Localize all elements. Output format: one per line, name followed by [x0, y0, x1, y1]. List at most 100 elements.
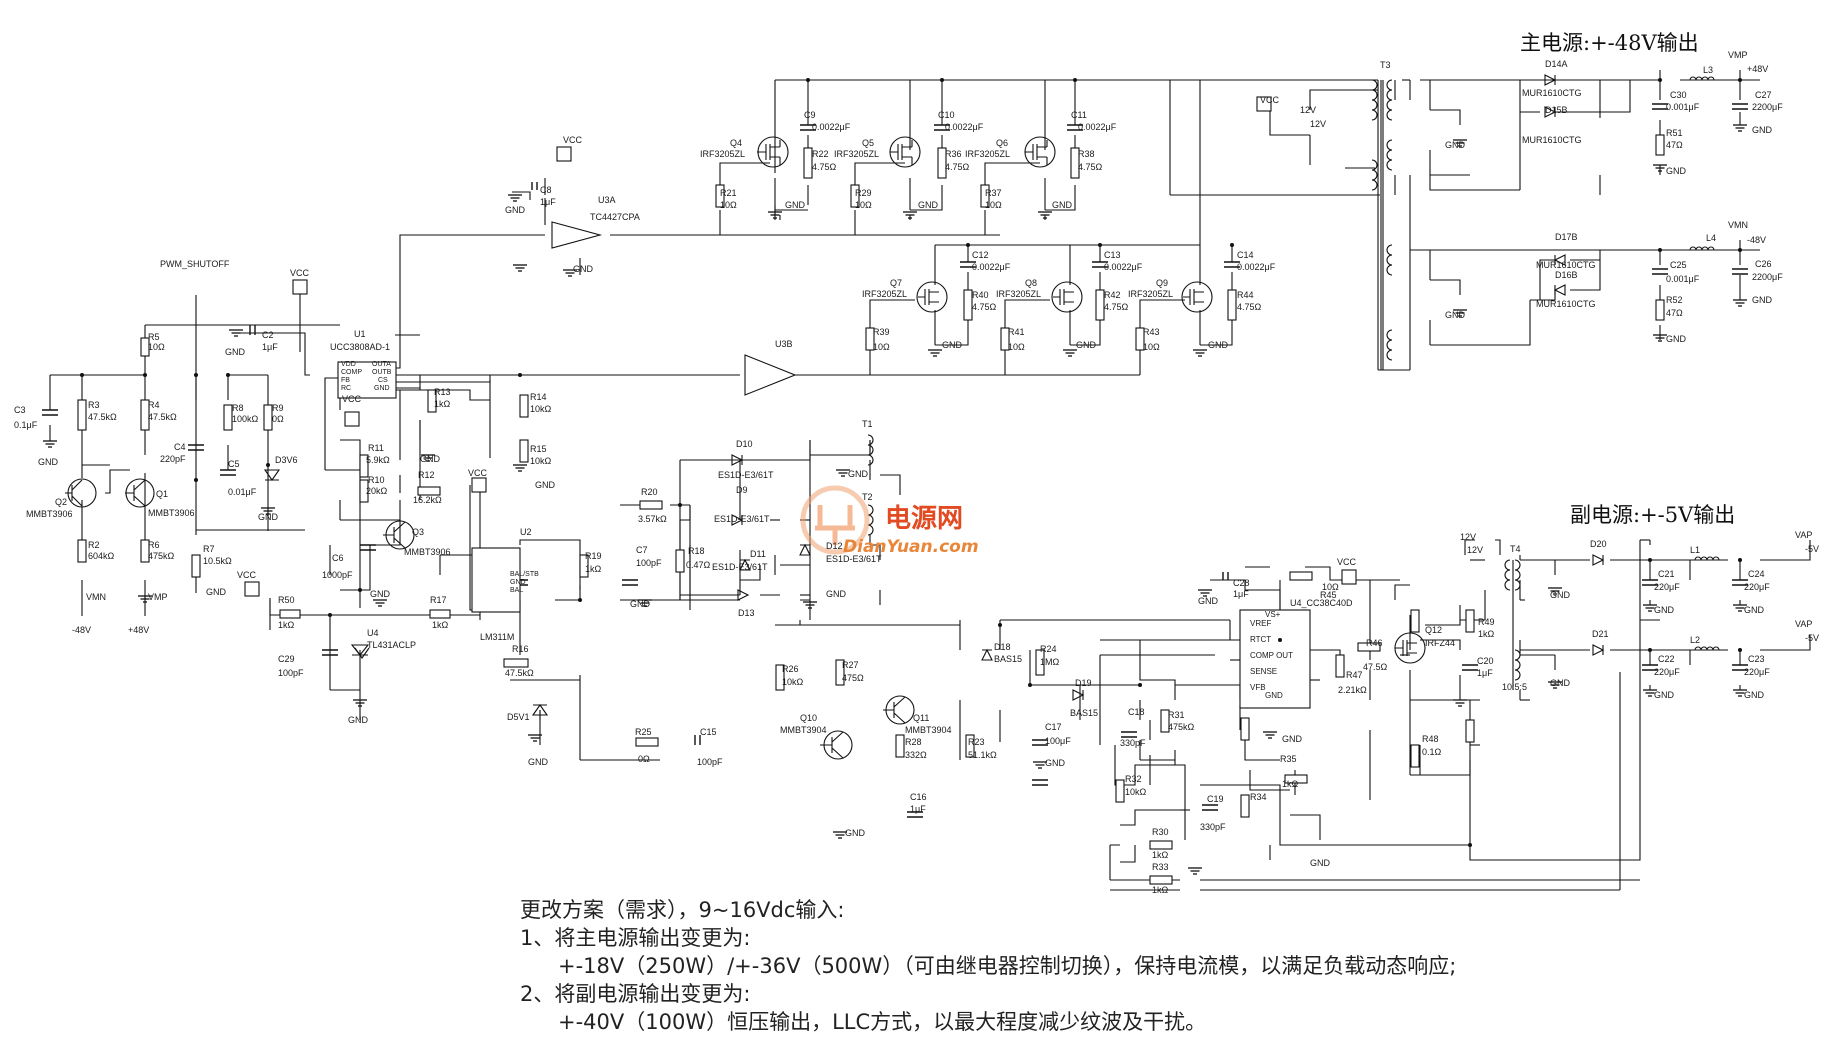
- vap-bottom: VAP: [1795, 619, 1812, 629]
- d12-part: ES1D-E3/61T: [826, 554, 882, 564]
- c17-value: 100μF: [1045, 736, 1071, 746]
- vmn-right: VMN: [1728, 220, 1748, 230]
- r47-label: R47: [1346, 670, 1363, 680]
- r49-value: 1kΩ: [1478, 629, 1495, 639]
- diodes: [263, 74, 1605, 716]
- r32-value: 10kΩ: [1125, 787, 1147, 797]
- r45-label: R45: [1320, 590, 1337, 600]
- c14-value: 0.0022μF: [1237, 262, 1276, 272]
- c7-value: 100pF: [636, 558, 662, 568]
- r12-label: R12: [418, 470, 435, 480]
- junction-dots: [80, 78, 1742, 847]
- q8-label: Q8: [1025, 278, 1037, 288]
- c19-label: C19: [1207, 794, 1224, 804]
- capacitors: [42, 103, 1748, 818]
- gnd-c17: GND: [1045, 758, 1066, 768]
- l4-label: L4: [1706, 233, 1716, 243]
- r6-value: 475kΩ: [148, 551, 175, 561]
- r34-label: R34: [1250, 792, 1267, 802]
- r8-value: 100kΩ: [232, 414, 259, 424]
- d18-label: D18: [994, 642, 1011, 652]
- c11-value: 0.0022μF: [1078, 122, 1117, 132]
- gnd-c6: GND: [370, 589, 391, 599]
- d3v6-label: D3V6: [275, 455, 298, 465]
- r24-value: 1MΩ: [1040, 657, 1060, 667]
- q10-label: Q10: [800, 713, 817, 723]
- q11-label: Q11: [913, 713, 929, 723]
- d11-part: ES1D-E3/61T: [712, 562, 768, 572]
- c8-label: C8: [540, 185, 552, 195]
- gnd-c23: GND: [1744, 690, 1765, 700]
- transistors: [65, 136, 1426, 760]
- pwm-shutoff-label: PWM_SHUTOFF: [160, 259, 230, 269]
- r46-label: R46: [1366, 638, 1383, 648]
- r15-value: 10kΩ: [530, 456, 552, 466]
- r49-label: R49: [1478, 617, 1495, 627]
- q1-label: Q1: [156, 489, 168, 499]
- gnd-bottom: GND: [1310, 858, 1331, 868]
- r35-label: R35: [1280, 754, 1297, 764]
- gnd-q5: GND: [918, 200, 939, 210]
- r35-value: 1kΩ: [1282, 779, 1299, 789]
- c10-label: C10: [938, 110, 955, 120]
- r16-label: R16: [512, 644, 529, 654]
- vcc-u3a: VCC: [563, 135, 583, 145]
- c24-label: C24: [1748, 569, 1765, 579]
- t4-label: T4: [1510, 544, 1521, 554]
- u4b-pin-vfb: VFB: [1250, 683, 1266, 692]
- r28-value: 332Ω: [905, 750, 927, 760]
- q3-part: MMBT3906: [404, 547, 451, 557]
- r26-value: 10kΩ: [782, 677, 804, 687]
- c16-value: 1μF: [910, 804, 926, 814]
- c12-label: C12: [972, 250, 989, 260]
- r11-value: 5.9kΩ: [366, 455, 390, 465]
- r17-label: R17: [430, 595, 447, 605]
- u3a-label: U3A: [598, 195, 616, 205]
- c3-label: C3: [14, 405, 26, 415]
- c16-label: C16: [910, 792, 927, 802]
- r19-value: 1kΩ: [585, 564, 602, 574]
- u4b-pin-vref: VREF: [1250, 619, 1271, 628]
- c19-value: 330pF: [1200, 822, 1226, 832]
- c9-label: C9: [804, 110, 816, 120]
- r21-label: R21: [720, 188, 737, 198]
- r32-label: R32: [1125, 774, 1142, 784]
- c26-label: C26: [1755, 259, 1772, 269]
- r44-label: R44: [1237, 290, 1254, 300]
- u2-pin-gnd: GND: [510, 579, 526, 586]
- vmp-left: VMP: [148, 592, 168, 602]
- vcc-r50: VCC: [237, 570, 257, 580]
- d10-part: ES1D-E3/61T: [718, 470, 774, 480]
- r42-label: R42: [1104, 290, 1121, 300]
- d21-label: D21: [1592, 629, 1609, 639]
- note-line-1: 更改方案（需求），9~16Vdc输入:: [520, 898, 845, 922]
- r31-value: 475kΩ: [1168, 722, 1195, 732]
- vcc-t3: VCC: [1260, 95, 1280, 105]
- u1-pin-outb: OUTB: [372, 369, 392, 376]
- gnd-c28: GND: [1198, 596, 1219, 606]
- r41-value: 10Ω: [1008, 342, 1025, 352]
- c6-label: C6: [332, 553, 344, 563]
- q9-label: Q9: [1156, 278, 1168, 288]
- u4-label: U4: [367, 628, 379, 638]
- c27-label: C27: [1755, 90, 1772, 100]
- c2-label: C2: [262, 330, 274, 340]
- gnd-t4-a: GND: [1550, 590, 1571, 600]
- note-line-4: 2、将副电源输出变更为:: [520, 982, 751, 1006]
- q11-part: MMBT3904: [905, 725, 952, 735]
- c27-value: 2200μF: [1752, 102, 1783, 112]
- watermark-en: DianYuan.com: [843, 537, 979, 557]
- r25-label: R25: [635, 727, 652, 737]
- v12b-t3: 12V: [1310, 119, 1326, 129]
- r50-label: R50: [278, 595, 295, 605]
- wires: [49, 70, 1811, 891]
- gnd-q4: GND: [785, 200, 806, 210]
- r51-value: 47Ω: [1666, 140, 1683, 150]
- l1-label: L1: [1690, 545, 1700, 555]
- c23-value: 220μF: [1744, 667, 1770, 677]
- zeners: [354, 647, 370, 659]
- q2-label: Q2: [55, 497, 67, 507]
- r22-label: R22: [812, 149, 829, 159]
- u4b-pin-comp: COMP OUT: [1250, 651, 1293, 660]
